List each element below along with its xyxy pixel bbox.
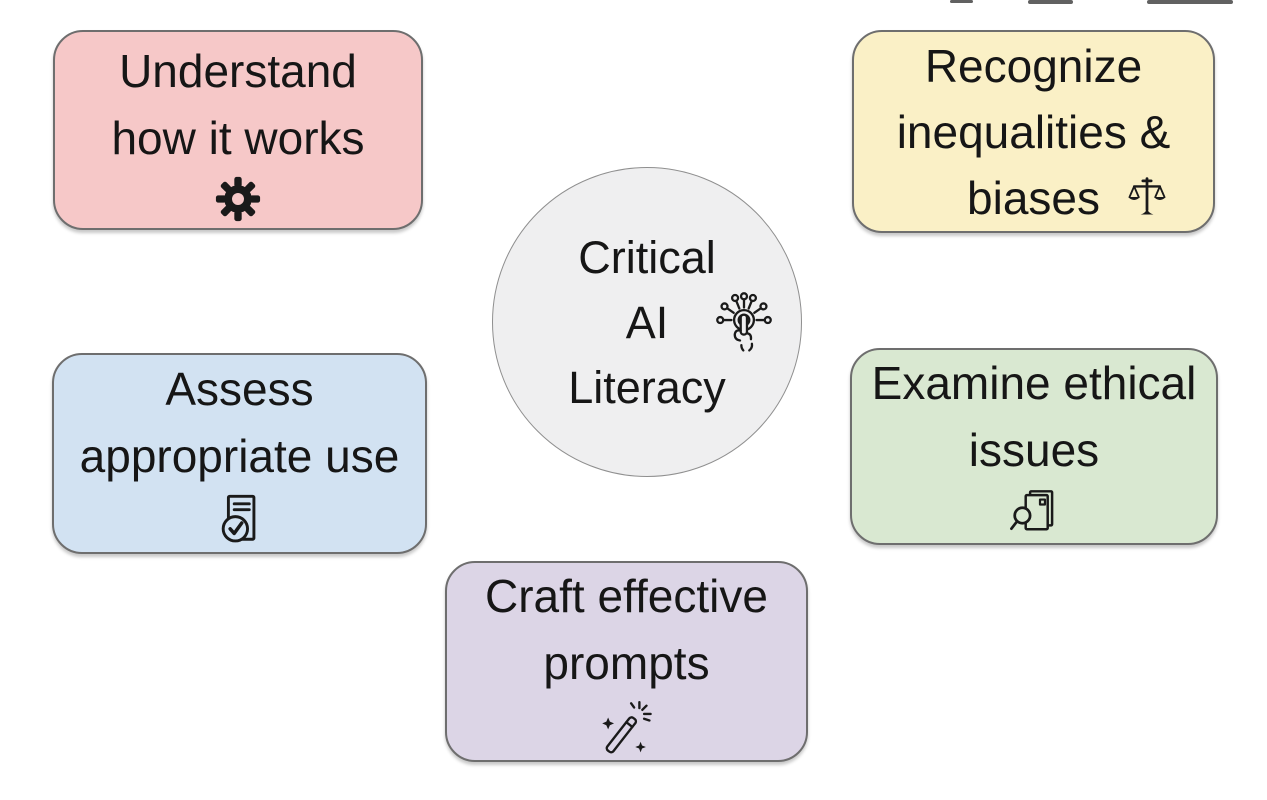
balance-scale-icon	[1128, 177, 1166, 215]
node-label-line: inequalities &	[896, 105, 1171, 158]
node-label-line: Craft effective	[485, 570, 768, 622]
node-label-line: Critical	[578, 231, 716, 283]
node-label-line: issues	[968, 424, 1100, 476]
node-label-line: AI	[625, 296, 669, 348]
node-critical-ai-literacy: Critical AI Literacy	[492, 167, 802, 477]
node-label-line: Examine ethical	[871, 357, 1197, 409]
node-understand-how-it-works: Understand how it works	[53, 30, 423, 230]
node-label-line: Understand	[119, 45, 357, 97]
node-examine-ethical-issues: Examine ethical issues	[850, 348, 1218, 545]
gear-icon	[215, 176, 261, 222]
node-label-line: prompts	[543, 637, 710, 689]
cropped-text-artifact	[950, 0, 973, 3]
cropped-text-artifact	[1147, 0, 1233, 4]
document-check-icon	[221, 494, 255, 542]
node-label-line: Recognize	[924, 39, 1143, 92]
node-recognize-inequalities-biases: Recognize inequalities & biases	[852, 30, 1215, 233]
magic-wand-icon	[601, 701, 652, 754]
node-assess-appropriate-use: Assess appropriate use	[52, 353, 427, 554]
cropped-text-artifact	[1028, 0, 1073, 4]
node-craft-effective-prompts: Craft effective prompts	[445, 561, 808, 762]
node-label-line: Literacy	[568, 361, 726, 413]
node-label-line: Assess	[165, 362, 314, 415]
node-label-line: how it works	[111, 112, 365, 164]
node-label-line: biases	[967, 171, 1100, 224]
document-search-icon	[1009, 490, 1053, 531]
touch-network-icon	[716, 292, 772, 352]
node-label-line: appropriate use	[79, 429, 400, 482]
